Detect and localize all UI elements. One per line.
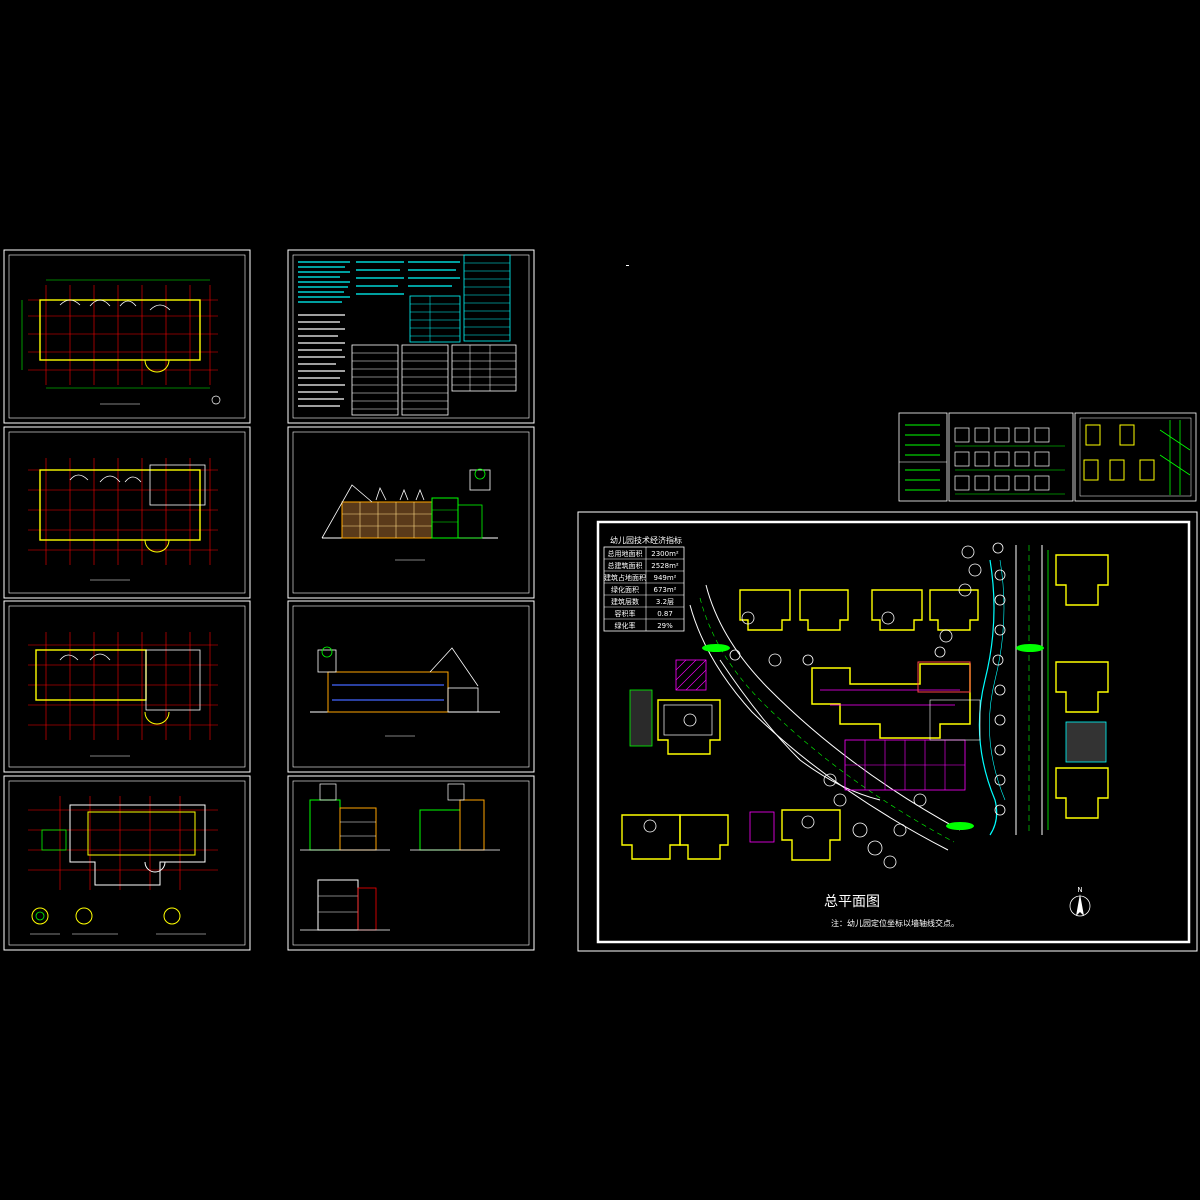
sheet-south-elevation[interactable]: [287, 426, 535, 599]
sheet-side-elevations-section[interactable]: [287, 775, 535, 951]
site-indicators-table-title: 幼儿园技术经济指标: [610, 535, 682, 545]
kindergarten-building: [811, 661, 981, 791]
north-arrow-icon: N: [1069, 886, 1091, 917]
indicator-value-0: 2300m²: [651, 550, 679, 558]
sheet-floor-plan-3[interactable]: [3, 600, 251, 773]
sheet-site-plan[interactable]: 幼儿园技术经济指标 总用地面积 2300m² 总建筑面积 2528m² 建筑占地…: [577, 511, 1198, 952]
indicator-label-5: 容积率: [615, 609, 636, 618]
sheet-north-elevation[interactable]: [287, 600, 535, 773]
sheet-floor-plan-2[interactable]: [3, 426, 251, 599]
sheet-roof-plan[interactable]: [3, 775, 251, 951]
indicator-label-2: 建筑占地面积: [604, 573, 646, 582]
sheet-floor-plan-1[interactable]: [3, 249, 251, 424]
north-arrow-label: N: [1077, 886, 1082, 894]
sheet-details-small-c[interactable]: [1074, 412, 1197, 502]
sheet-details-small-a[interactable]: [898, 412, 948, 502]
indicator-label-3: 绿化面积: [611, 585, 639, 594]
indicator-label-6: 绿化率: [615, 621, 636, 630]
site-indicators-table: 幼儿园技术经济指标 总用地面积 2300m² 总建筑面积 2528m² 建筑占地…: [603, 535, 685, 632]
indicator-value-6: 29%: [657, 622, 673, 630]
sheet-design-notes[interactable]: [287, 249, 535, 424]
indicator-value-3: 673m²: [654, 586, 677, 594]
tree-symbols: [729, 542, 1006, 869]
sheet-details-small-b[interactable]: [948, 412, 1074, 502]
site-plan-title: 总平面图: [824, 894, 880, 910]
indicator-label-0: 总用地面积: [608, 549, 643, 558]
indicator-label-4: 建筑层数: [611, 597, 639, 606]
indicator-value-5: 0.87: [657, 610, 673, 618]
indicator-value-4: 3.2层: [656, 598, 674, 606]
indicator-label-1: 总建筑面积: [608, 561, 643, 570]
indicator-value-1: 2528m²: [651, 562, 679, 570]
site-plan-note: 注：幼儿园定位坐标以墙轴线交点。: [831, 918, 959, 928]
indicator-value-2: 949m²: [654, 574, 677, 582]
